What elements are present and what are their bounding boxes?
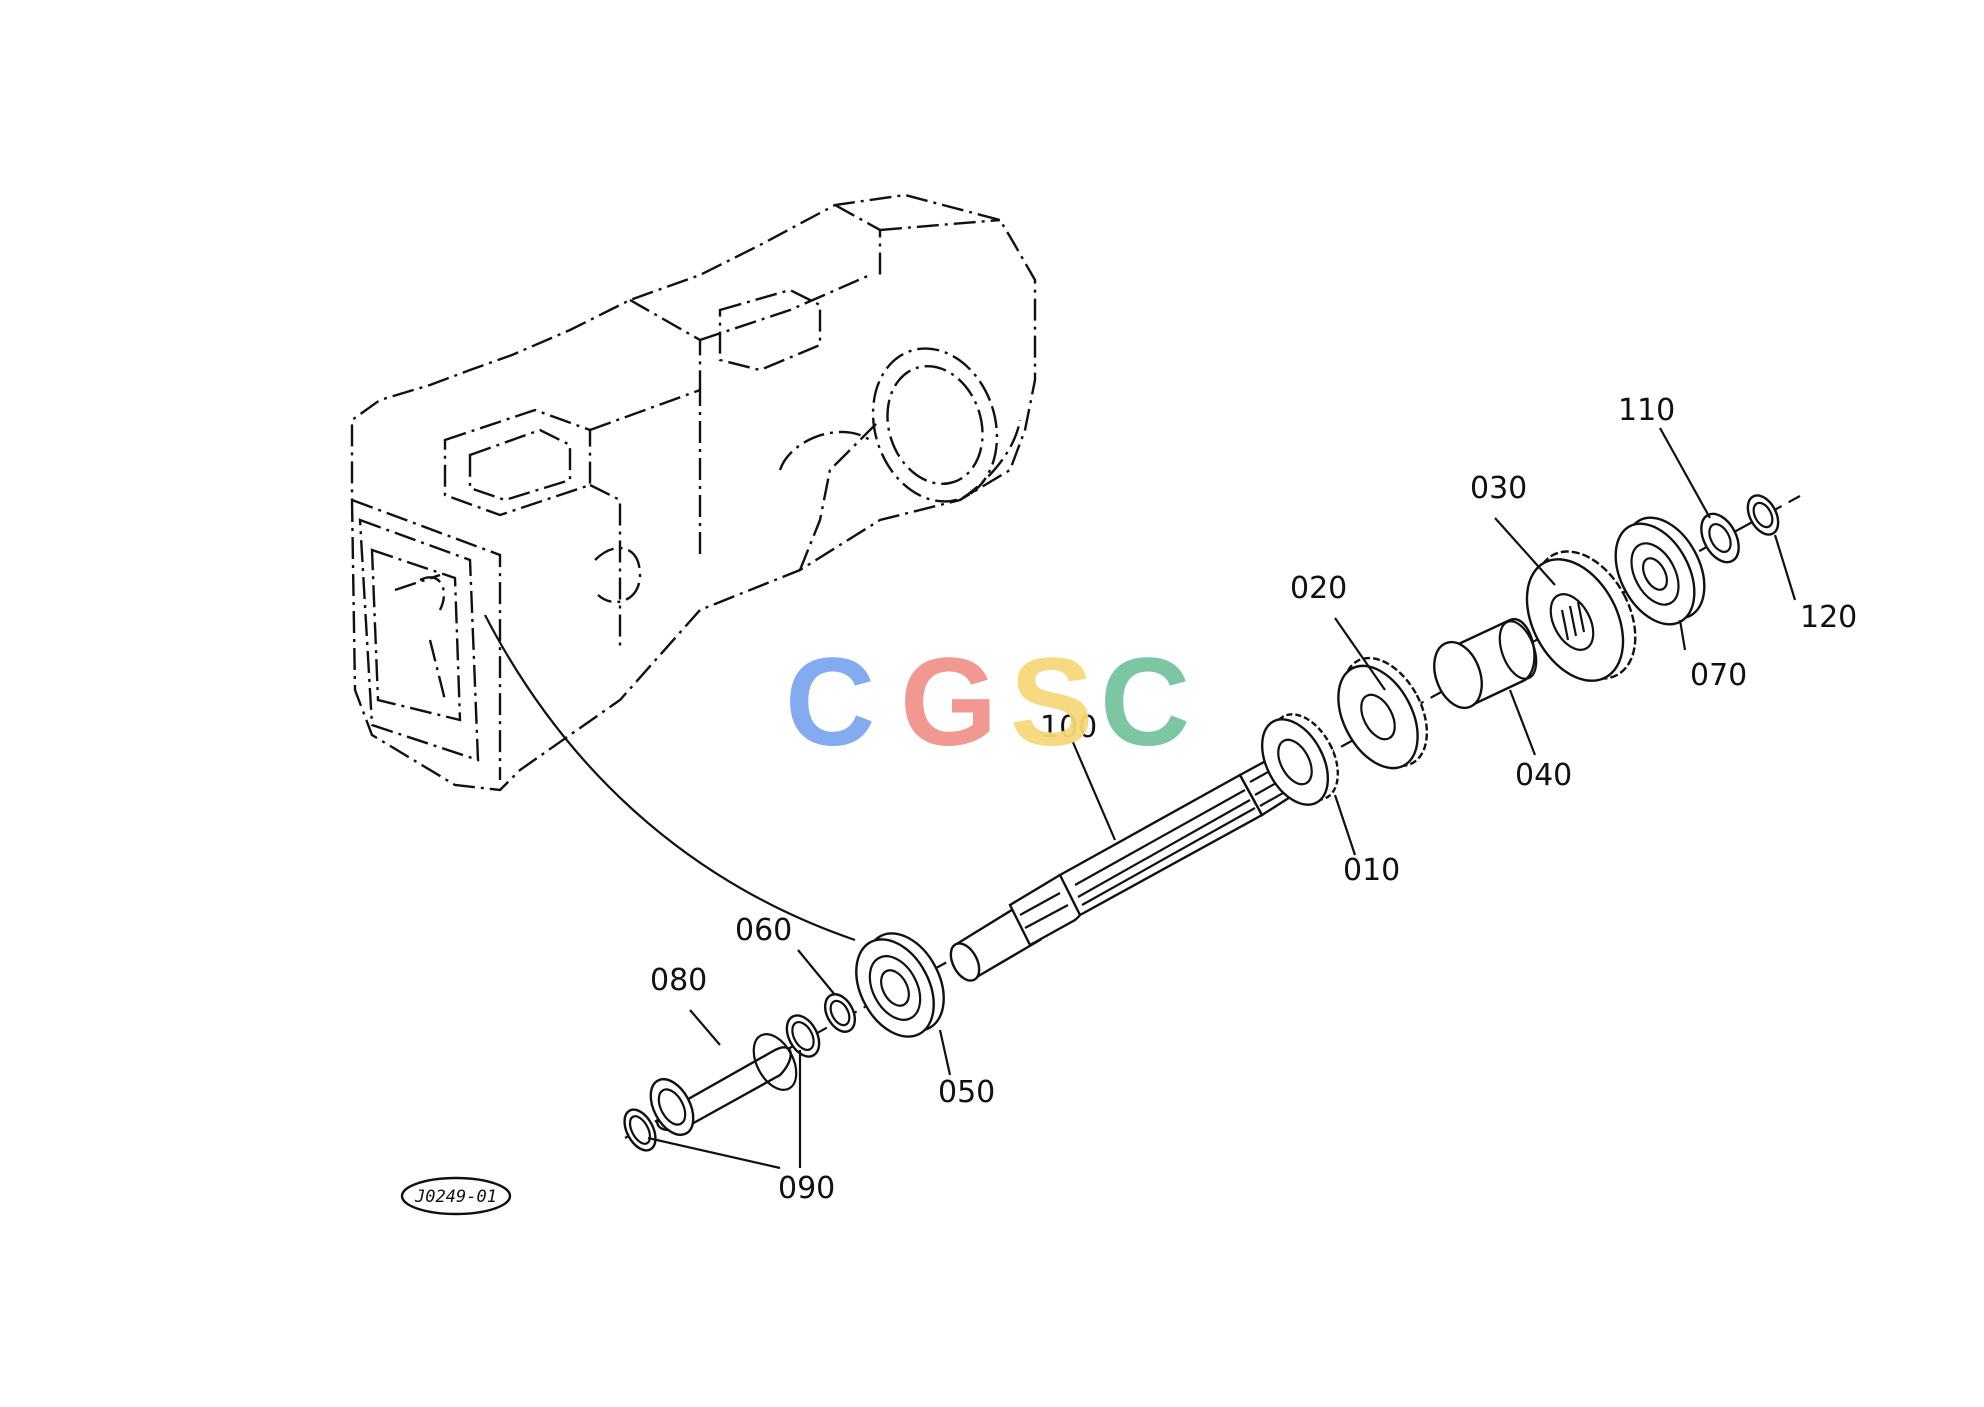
part-090-snap-ring-left	[623, 1108, 657, 1152]
part-070-bearing	[1614, 516, 1706, 626]
part-020-gear	[1337, 656, 1429, 770]
watermark-letter: C	[1100, 633, 1190, 772]
watermark-letter: C	[785, 633, 875, 772]
part-080-sleeve	[649, 1033, 798, 1137]
label-part-050: 050	[938, 1075, 995, 1110]
drawing-code-badge: J0249-01	[400, 1176, 512, 1216]
part-090-ring-middle	[785, 1014, 821, 1058]
transmission-housing	[350, 193, 1037, 792]
assembly-leader-line	[484, 614, 856, 942]
part-110-washer	[1700, 512, 1740, 564]
label-part-110: 110	[1618, 393, 1675, 428]
leader-lines	[647, 427, 1797, 1170]
label-part-080: 080	[650, 963, 707, 998]
label-part-120: 120	[1800, 600, 1857, 635]
label-part-030: 030	[1470, 471, 1527, 506]
part-040-collar	[1433, 618, 1538, 710]
label-part-100: 100	[1040, 710, 1097, 745]
label-part-040: 040	[1515, 758, 1572, 793]
part-060-ring	[823, 993, 857, 1033]
watermark-letter: S	[1010, 633, 1093, 772]
watermark-letter: G	[900, 633, 997, 772]
label-part-070: 070	[1690, 658, 1747, 693]
watermark-logo: C G S C	[785, 633, 1190, 772]
drawing-code-text: J0249-01	[414, 1187, 497, 1207]
part-030-gear	[1525, 550, 1637, 682]
label-part-090: 090	[778, 1171, 835, 1206]
label-part-010: 010	[1343, 853, 1400, 888]
part-120-snap-ring	[1746, 494, 1780, 536]
label-part-060: 060	[735, 913, 792, 948]
label-part-020: 020	[1290, 571, 1347, 606]
part-050-bearing	[855, 932, 945, 1038]
part-010-gear	[1260, 713, 1340, 806]
